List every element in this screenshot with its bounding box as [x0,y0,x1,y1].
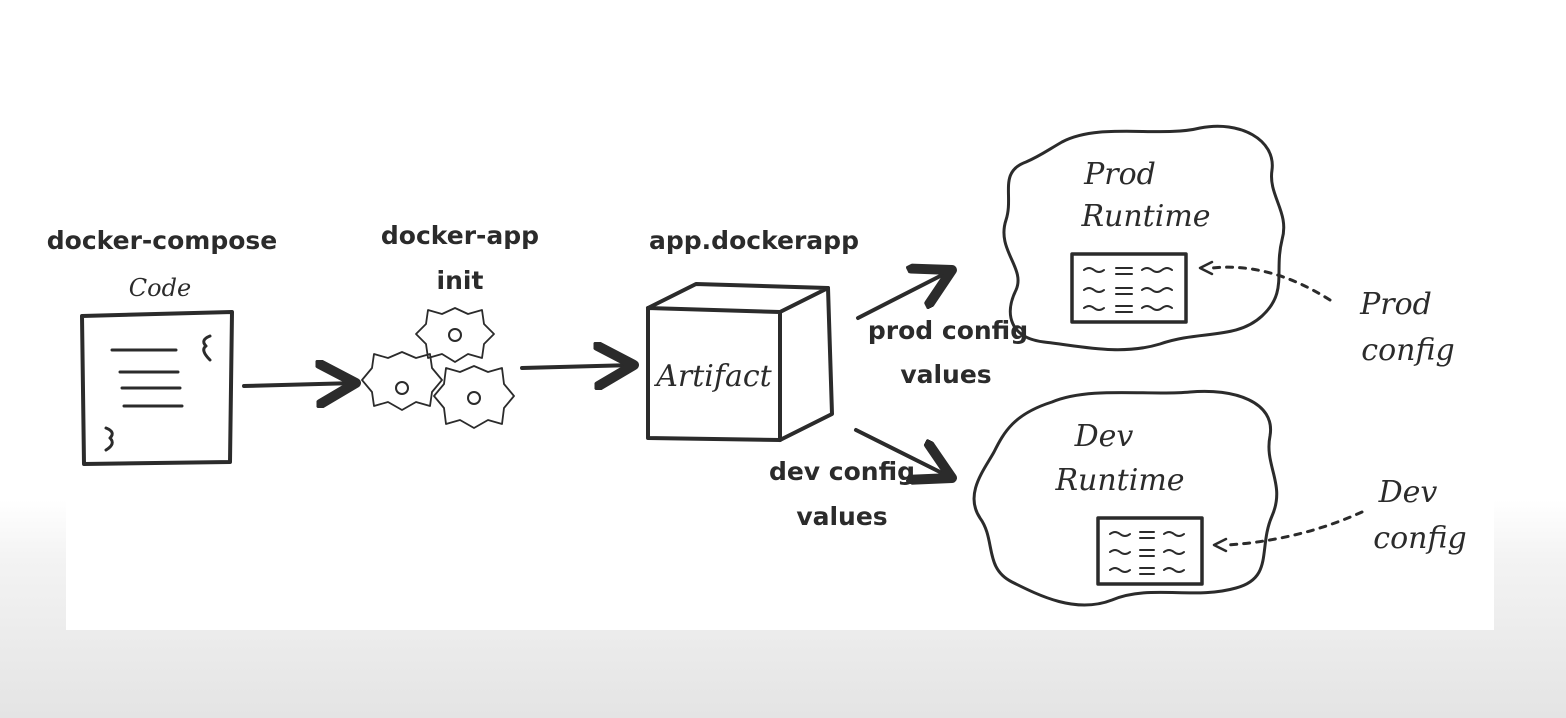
compose-title: docker-compose [47,226,277,255]
dev-config-label-line1: Dev [1378,475,1438,510]
init-node: docker-app init [361,221,539,429]
prod-config-values-label-line1: prod config [868,316,1028,345]
init-title: docker-app [381,221,539,250]
dev-config-values-label-line1: dev config [769,457,915,486]
dev-config-link-arrowhead [1212,537,1228,553]
artifact-box-label: Artifact [653,359,772,394]
arrow-init-to-artifact [520,365,634,368]
dev-config-values-label-line2: values [796,502,887,531]
dev-config-dotted-link [1226,510,1364,547]
prod-config-label-line2: config [1361,333,1454,368]
dev-runtime-cloud [972,389,1279,607]
prod-runtime-cloud [1002,124,1286,352]
dev-runtime-label-line1: Dev [1074,419,1134,454]
arrow-compose-to-init [242,383,356,386]
dev-runtime-node: Dev Runtime [972,389,1279,607]
dev-config-file-icon [1096,516,1204,586]
dev-runtime-label-line2: Runtime [1054,463,1184,498]
prod-runtime-node: Prod Runtime [1002,124,1286,352]
prod-config-values-label-line2: values [900,360,991,389]
artifact-node: app.dockerapp Artifact [646,226,859,442]
arrow-artifact-to-prod [856,270,952,320]
compose-subtitle: Code [129,274,191,302]
prod-config-file-icon [1070,252,1188,324]
artifact-title: app.dockerapp [649,226,859,255]
prod-config-dotted-link [1210,265,1332,302]
prod-config-link-arrowhead [1198,260,1214,276]
gears-icon [361,307,515,429]
prod-runtime-label-line2: Runtime [1080,199,1210,234]
prod-config-label-line1: Prod [1359,287,1432,322]
compose-node: docker-compose Code [47,226,277,466]
dev-config-label-line2: config [1373,521,1466,556]
init-subtitle: init [437,266,484,295]
prod-runtime-label-line1: Prod [1083,157,1156,192]
arrow-artifact-to-dev [854,428,952,478]
artifact-cube-icon [646,282,834,442]
code-document-icon [80,310,234,466]
